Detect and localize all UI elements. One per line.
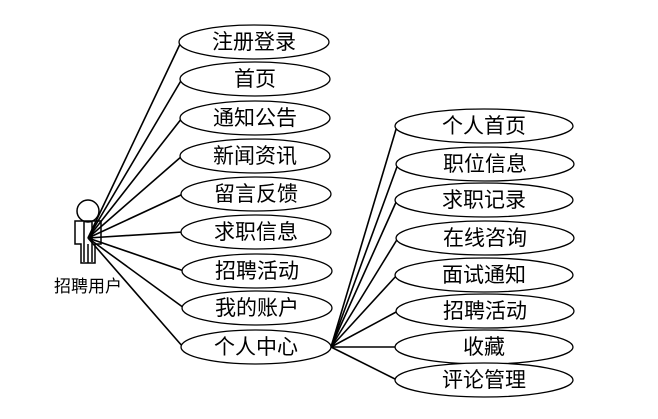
main-use-case-3-shape: [179, 100, 331, 136]
personal-center-use-case-2-label: 职位信息: [443, 152, 527, 176]
personal-center-use-case-6-shape: [395, 293, 575, 329]
personal-center-use-case-5-label: 面试通知: [442, 263, 526, 287]
personal-center-use-case-1-shape: [394, 108, 574, 144]
personal-center-use-case-3: 求职记录: [394, 182, 574, 218]
personal-center-use-case-3-shape: [394, 182, 574, 218]
actor-line-7: [87, 237, 185, 272]
main-use-case-4-label: 新闻资讯: [213, 144, 297, 168]
personal-center-use-case-8: 评论管理: [394, 362, 574, 398]
personal-center-use-case-6-label: 招聘活动: [443, 299, 527, 323]
actor-line-2: [87, 78, 183, 239]
personal-center-use-case-4-label: 在线咨询: [443, 226, 527, 250]
personal-center-use-case-3-label: 求职记录: [442, 188, 526, 212]
main-use-case-2-shape: [179, 61, 331, 97]
main-use-case-8: 我的账户: [181, 290, 333, 326]
personal-center-line-6: [330, 310, 399, 348]
main-use-case-2-label: 首页: [234, 67, 276, 91]
main-use-case-1-shape: [178, 24, 330, 60]
actor-label: 招聘用户: [54, 277, 122, 297]
main-use-case-9-shape: [180, 329, 332, 365]
main-use-case-5-label: 留言反馈: [214, 182, 298, 206]
main-use-case-7: 招聘活动: [181, 253, 333, 289]
personal-center-use-case-8-shape: [394, 362, 574, 398]
main-use-case-9: 个人中心: [180, 329, 332, 365]
personal-center-use-case-7: 收藏: [394, 329, 574, 365]
main-use-case-8-shape: [181, 290, 333, 326]
main-use-case-7-shape: [181, 253, 333, 289]
user-actor: 招聘用户: [54, 199, 122, 297]
personal-center-use-case-2-shape: [395, 146, 575, 182]
personal-center-use-case-5: 面试通知: [394, 257, 574, 293]
actor-head: [76, 199, 100, 223]
personal-center-use-case-4-shape: [395, 220, 575, 256]
main-use-case-4: 新闻资讯: [179, 138, 331, 174]
personal-center-use-case-8-label: 评论管理: [442, 368, 526, 392]
personal-center-line-4: [330, 237, 399, 348]
actor-line-6: [87, 231, 184, 239]
actor-line-5: [87, 193, 184, 239]
personal-center-connectors: [330, 125, 399, 381]
main-use-case-9-label: 个人中心: [214, 335, 298, 359]
personal-center-use-case-6: 招聘活动: [395, 293, 575, 329]
personal-center-use-case-4: 在线咨询: [395, 220, 575, 256]
main-use-case-8-label: 我的账户: [215, 296, 299, 320]
main-use-case-6-label: 求职信息: [214, 220, 298, 244]
main-use-case-2: 首页: [179, 61, 331, 97]
main-use-case-5: 留言反馈: [180, 176, 332, 212]
main-use-case-3-label: 通知公告: [213, 106, 297, 130]
personal-center-line-5: [330, 274, 398, 348]
personal-center-line-1: [330, 125, 398, 348]
main-use-case-4-shape: [179, 138, 331, 174]
personal-center-line-3: [330, 199, 398, 348]
personal-center-line-2: [330, 163, 399, 348]
main-use-case-1-label: 注册登录: [212, 30, 296, 54]
actor-line-9: [87, 237, 184, 348]
personal-center-use-case-1: 个人首页: [394, 108, 574, 144]
actor-line-4: [87, 155, 183, 239]
personal-center-line-8: [330, 346, 398, 381]
main-use-case-6: 求职信息: [180, 214, 332, 250]
personal-center-use-case-1-label: 个人首页: [442, 114, 526, 138]
actor-line-8: [87, 237, 185, 309]
main-use-case-1: 注册登录: [178, 24, 330, 60]
main-use-case-7-label: 招聘活动: [215, 259, 299, 283]
personal-center-use-case-7-label: 收藏: [463, 335, 505, 359]
actor-body: [74, 220, 102, 264]
actor-line-3: [87, 117, 183, 239]
actor-line-1: [87, 41, 182, 239]
main-use-case-5-shape: [180, 176, 332, 212]
main-use-case-6-shape: [180, 214, 332, 250]
main-use-case-3: 通知公告: [179, 100, 331, 136]
actor-connectors: [87, 41, 185, 348]
personal-center-use-case-2: 职位信息: [395, 146, 575, 182]
personal-center-use-case-5-shape: [394, 257, 574, 293]
